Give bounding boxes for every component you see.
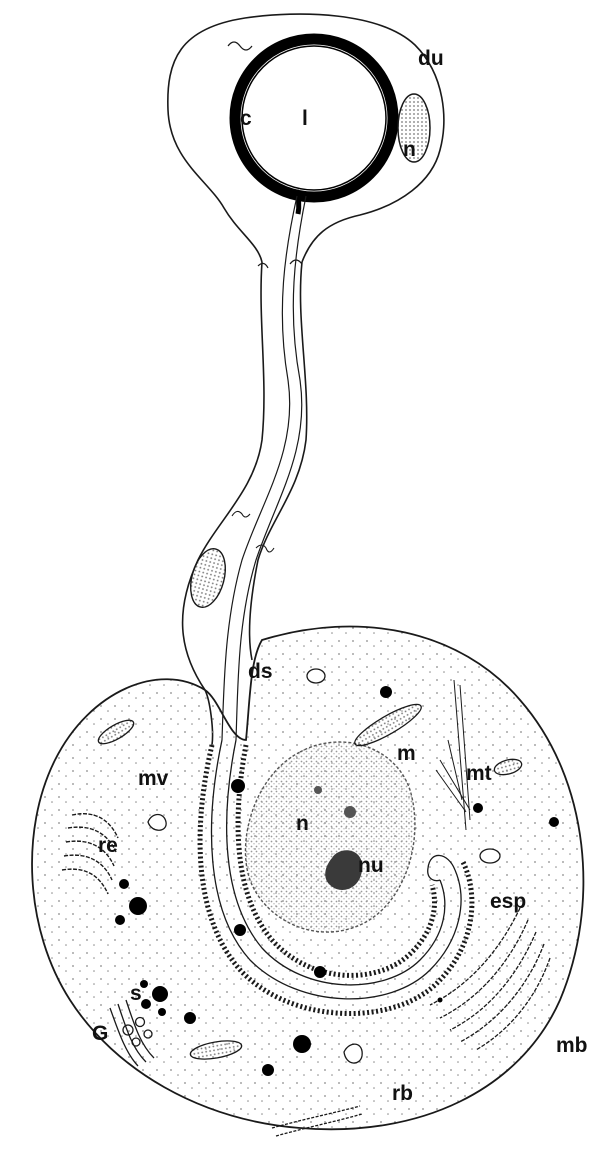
cuticle-ring bbox=[235, 39, 393, 214]
label-mt: mt bbox=[466, 762, 492, 785]
label-l: l bbox=[302, 107, 308, 130]
label-mb: mb bbox=[556, 1034, 588, 1057]
label-mv: mv bbox=[138, 767, 169, 790]
label-re: re bbox=[98, 834, 118, 857]
label-ds: ds bbox=[248, 660, 273, 683]
label-rb: rb bbox=[392, 1082, 413, 1105]
label-n-upper: n bbox=[403, 138, 416, 161]
label-c: c bbox=[240, 107, 252, 130]
label-nu: nu bbox=[358, 854, 384, 877]
label-m: m bbox=[397, 742, 416, 765]
label-du: du bbox=[418, 47, 444, 70]
label-n-nucleus: n bbox=[296, 812, 309, 835]
label-esp: esp bbox=[490, 890, 526, 913]
label-s: s bbox=[130, 982, 142, 1005]
label-G: G bbox=[92, 1022, 108, 1045]
